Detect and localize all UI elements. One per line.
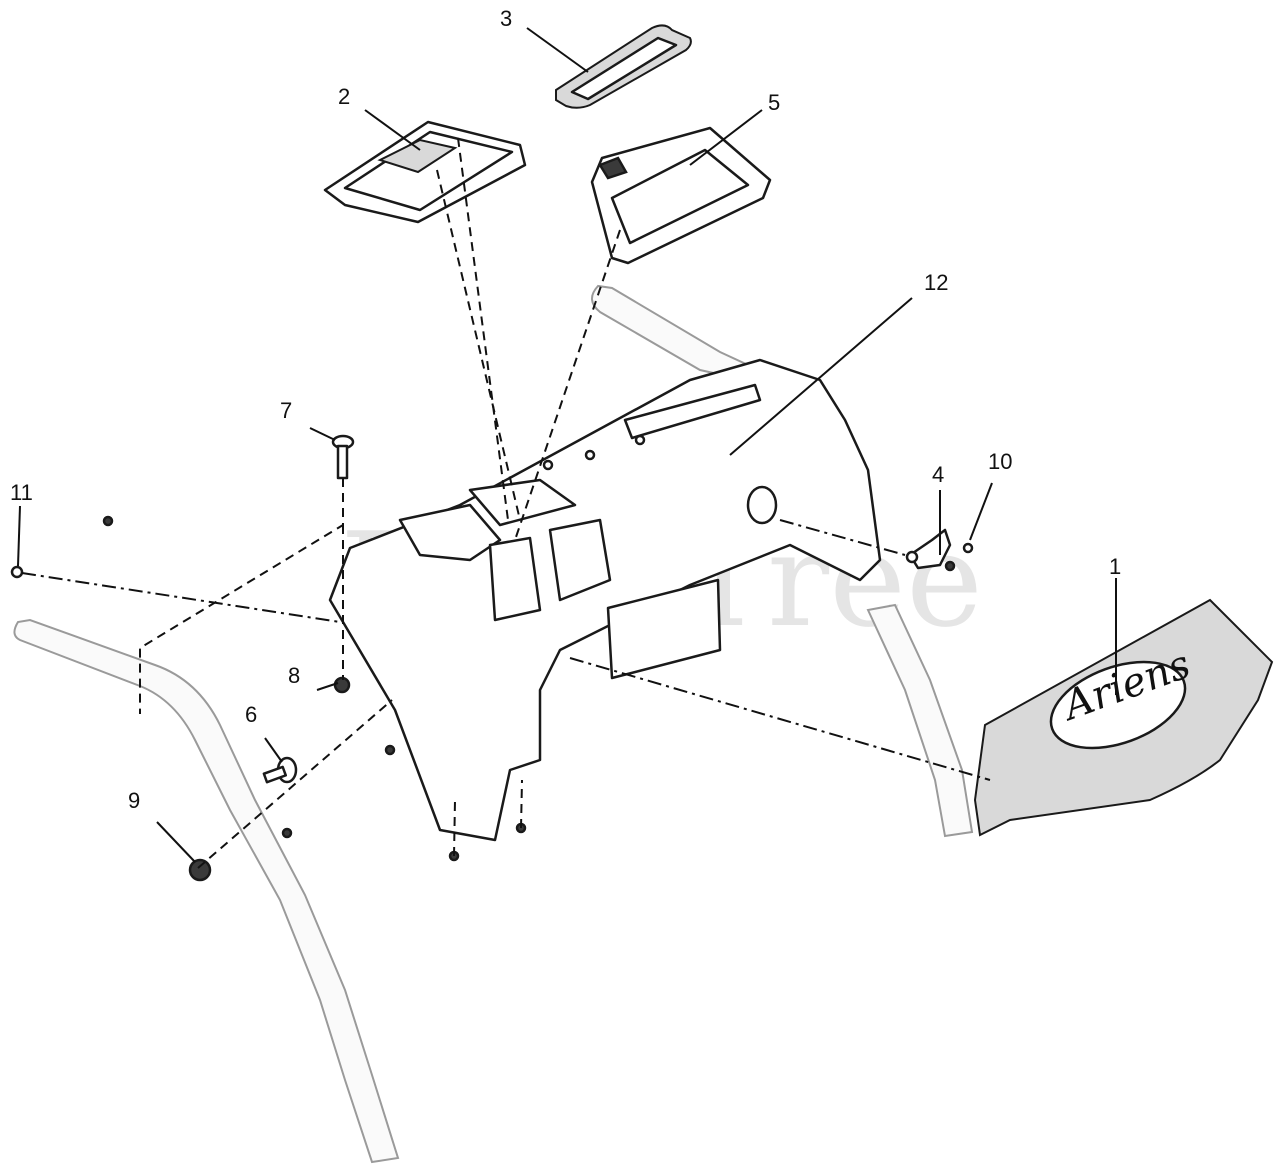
callout-8: 8	[288, 663, 300, 688]
callout-2: 2	[338, 84, 350, 109]
callout-5: 5	[768, 90, 780, 115]
left-handlebar-ghost	[13, 618, 400, 1164]
callout-7: 7	[280, 398, 292, 423]
callout-3: 3	[500, 6, 512, 31]
callout-12: 12	[924, 270, 948, 295]
console-cover-part-2	[323, 120, 527, 224]
bolt-part-7	[331, 434, 355, 480]
callout-1: 1	[1109, 554, 1121, 579]
washer-part-10	[962, 542, 974, 554]
callout-11: 11	[10, 480, 33, 505]
callout-6: 6	[245, 702, 257, 727]
callout-labels: 1 2 3 4 5 6 7 8 9 10 11 12	[10, 6, 1121, 813]
grip-pad-part-3	[555, 24, 692, 109]
screw-part-11	[10, 565, 24, 579]
callout-10: 10	[988, 449, 1012, 474]
callout-4: 4	[932, 462, 944, 487]
handle-grip-part-5	[590, 126, 772, 265]
right-handlebar-ghost	[591, 284, 974, 838]
dash-panel-part-12	[328, 358, 882, 842]
callout-9: 9	[128, 788, 140, 813]
clip-part-6	[262, 756, 298, 784]
nut-part-8	[333, 676, 351, 694]
knob-part-9	[188, 858, 212, 882]
logo-plate-part-1: Ariens	[973, 598, 1274, 837]
leader-lines	[17, 27, 1117, 863]
assembly-lines	[21, 137, 991, 869]
